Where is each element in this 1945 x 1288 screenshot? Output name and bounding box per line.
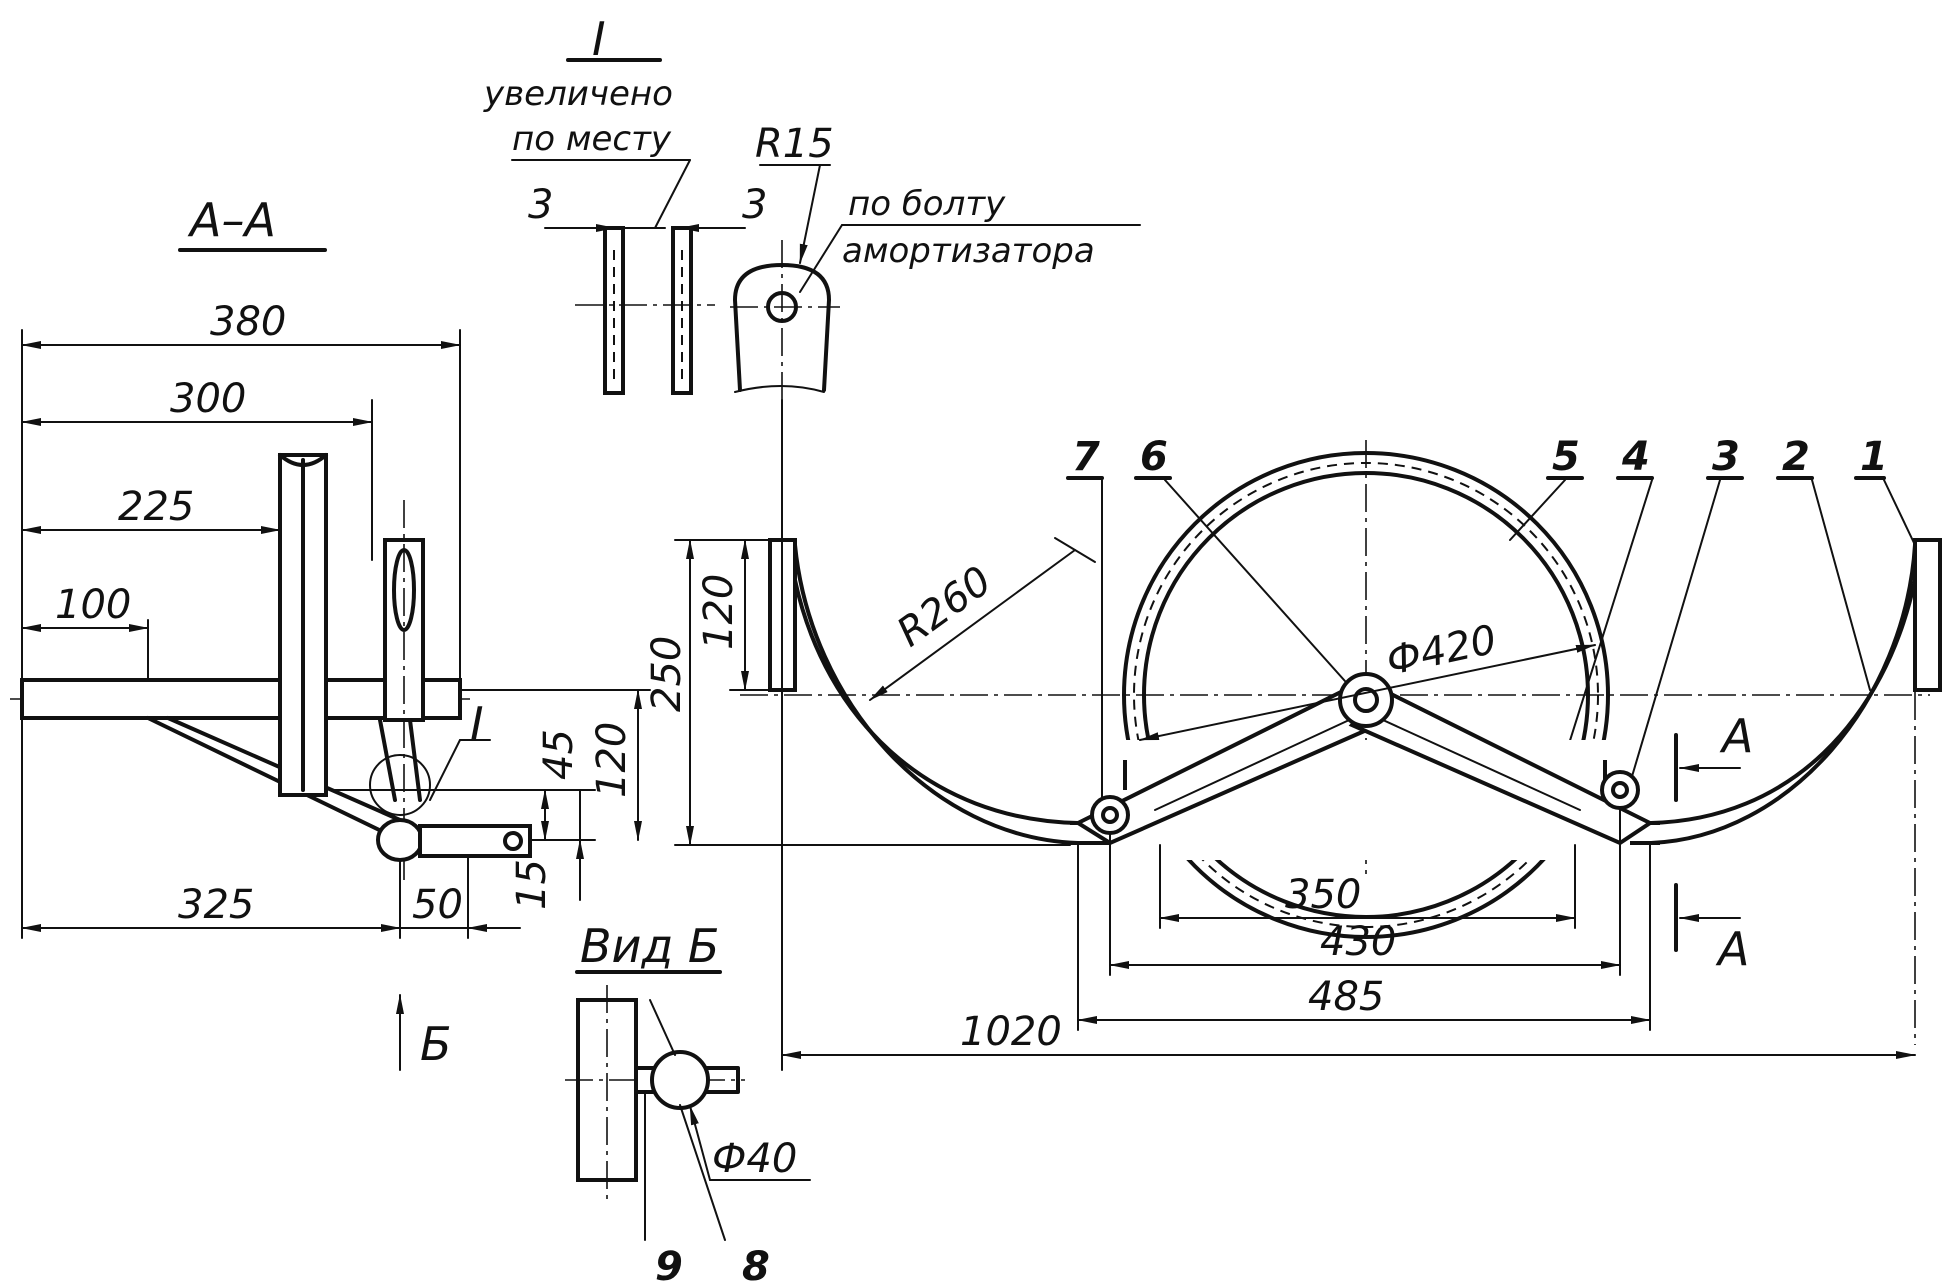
detail-radius: R15: [755, 121, 834, 167]
part-label-2: 2: [1782, 434, 1810, 480]
bolt-note-line1: по болту: [848, 184, 1006, 224]
dim-225: 225: [118, 484, 194, 530]
detail-callout-i: I: [470, 697, 484, 751]
dim-250: 250: [644, 636, 690, 712]
view-b-part-9: 9: [655, 1244, 683, 1288]
dim-45: 45: [536, 729, 582, 780]
part-label-5: 5: [1552, 434, 1580, 480]
detail-i-note-line2: по месту: [512, 119, 672, 159]
main-view: 7 6 5 4 3 2 1: [644, 399, 1942, 1071]
part-labels: 7 6 5 4 3 2 1: [1072, 434, 1888, 480]
wheel-diameter: Ф420: [1383, 617, 1501, 685]
dim-50: 50: [412, 882, 463, 928]
dim-300: 300: [170, 376, 246, 422]
part-label-7: 7: [1072, 434, 1100, 480]
part-label-1: 1: [1860, 434, 1888, 480]
dim-325: 325: [178, 882, 254, 928]
detail-i-view: I увеличено по месту 3 3 R15 по болту ам…: [483, 12, 1141, 430]
gap-left: 3: [528, 182, 553, 228]
dim-380: 380: [210, 299, 286, 345]
view-arrow-b: Б: [420, 1017, 452, 1071]
view-b: Вид Б Ф40 9 8: [565, 919, 811, 1288]
part-label-4: 4: [1621, 434, 1650, 480]
dim-120-left: 120: [589, 722, 635, 798]
dim-430: 430: [1320, 919, 1396, 965]
part-label-6: 6: [1140, 434, 1168, 480]
view-b-diameter: Ф40: [712, 1136, 797, 1182]
detail-i-title: I: [592, 12, 606, 66]
part-label-3: 3: [1712, 434, 1740, 480]
view-b-title: Вид Б: [580, 919, 719, 973]
dim-100: 100: [55, 582, 131, 628]
section-mark-bottom: А: [1715, 922, 1749, 976]
dim-15: 15: [509, 859, 555, 910]
section-aa-title: А–А: [187, 193, 276, 247]
main-radius: R260: [889, 558, 1000, 656]
detail-i-note-line1: увеличено: [483, 74, 673, 114]
dim-485: 485: [1308, 974, 1384, 1020]
dim-350: 350: [1285, 872, 1361, 918]
section-mark-top: А: [1719, 709, 1753, 763]
section-aa-view: А–А 380 300 225 100 325 50 45 120 15: [10, 193, 651, 1071]
dim-1020: 1020: [960, 1009, 1062, 1055]
view-b-part-8: 8: [742, 1244, 770, 1288]
gap-right: 3: [742, 182, 767, 228]
bolt-note-line2: амортизатора: [842, 231, 1095, 271]
dim-120-right: 120: [696, 574, 742, 650]
